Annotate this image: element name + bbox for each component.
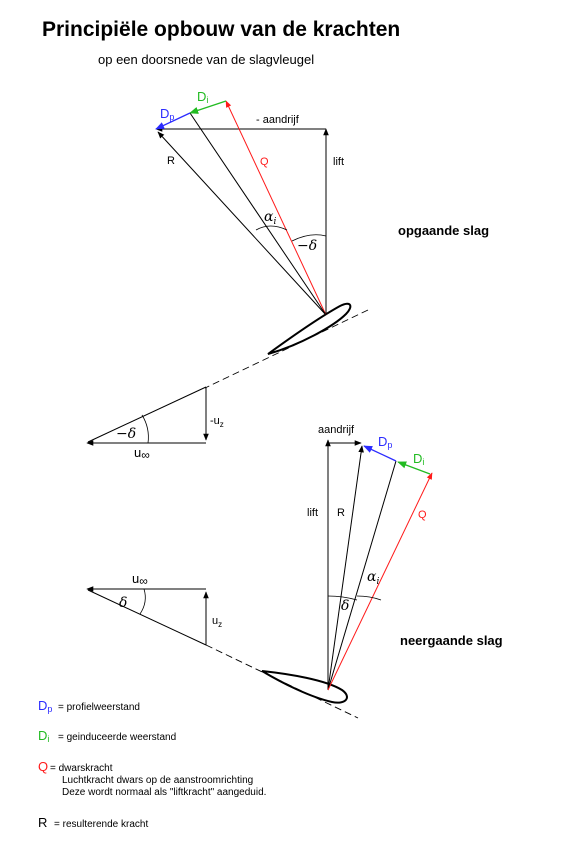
lower-uz-label: uz <box>212 615 222 629</box>
page-subtitle: op een doorsnede van de slagvleugel <box>98 52 315 67</box>
upper-airfoil <box>267 302 352 355</box>
legend-di-text: = geinduceerde weerstand <box>58 732 176 743</box>
upper-dp-label: Dp <box>160 106 174 122</box>
lower-dp-arrow <box>363 445 397 462</box>
legend-dp-symbol: Dp <box>38 698 52 714</box>
lower-delta-label: δ <box>341 598 349 614</box>
lower-force-diagram: aandrijf lift R Q Dp Di αi δ neergaande … <box>205 424 503 719</box>
legend-r-text: = resulterende kracht <box>54 819 148 830</box>
upper-vel-delta-arc <box>141 414 149 444</box>
lower-vel-delta-arc <box>139 588 146 615</box>
upper-r-arrow <box>157 131 327 316</box>
upper-force-diagram: - aandrijf lift R Q Dp Di αi −δ opgaande… <box>155 89 489 389</box>
lower-delta-arc <box>327 595 358 601</box>
upper-chord-line <box>204 309 369 389</box>
lower-di-arrow <box>397 461 431 475</box>
lower-r-label: R <box>337 507 345 519</box>
legend-dp-text: = profielweerstand <box>58 702 140 713</box>
upper-aandrijf-label: - aandrijf <box>256 114 300 126</box>
lower-uinf-label: u∞ <box>132 571 148 588</box>
lower-chord-line <box>205 644 359 719</box>
lower-alpha-arc <box>356 595 382 601</box>
upper-q-label: Q <box>260 156 269 168</box>
legend: Dp = profielweerstand Di = geinduceerde … <box>38 698 266 830</box>
legend-q-symbol: Q <box>38 759 48 774</box>
upper-di-line <box>189 112 327 316</box>
upper-section-label: opgaande slag <box>398 223 489 238</box>
legend-q-text: = dwarskracht <box>50 763 113 774</box>
upper-alpha-label: αi <box>264 209 276 227</box>
lower-di-label: Di <box>413 451 424 467</box>
upper-uinf-label: u∞ <box>134 445 150 462</box>
upper-di-label: Di <box>197 89 208 105</box>
lower-vel-delta-label: δ <box>119 595 127 611</box>
legend-q-line3: Deze wordt normaal als "liftkracht" aang… <box>62 787 266 798</box>
lower-airfoil <box>261 670 348 704</box>
upper-lift-label: lift <box>333 156 344 168</box>
lower-q-label: Q <box>418 509 427 521</box>
legend-q-line2: Luchtkracht dwars op de aanstroomrichtin… <box>62 775 253 786</box>
lower-r-arrow <box>327 445 364 691</box>
lower-lift-label: lift <box>307 507 318 519</box>
lower-di-line <box>327 460 397 691</box>
upper-minus-delta-label: −δ <box>297 238 317 254</box>
lower-alpha-label: αi <box>367 569 379 587</box>
upper-q-arrow <box>225 100 327 316</box>
legend-di-symbol: Di <box>38 728 49 744</box>
upper-delta-arc <box>291 234 327 242</box>
upper-velocity-triangle: -uz −δ u∞ <box>86 386 224 462</box>
lower-resultant-line <box>87 589 207 646</box>
upper-vel-minus-delta-label: −δ <box>116 426 136 442</box>
upper-alpha-arc <box>255 225 288 231</box>
upper-di-arrow <box>189 100 227 114</box>
upper-r-label: R <box>167 155 175 167</box>
page-title: Principiële opbouw van de krachten <box>42 18 401 41</box>
lower-q-arrow <box>327 472 433 691</box>
lower-aandrijf-label: aandrijf <box>318 424 355 436</box>
lower-dp-label: Dp <box>378 434 392 450</box>
legend-r-symbol: R <box>38 815 47 830</box>
upper-dp-arrow <box>155 112 191 130</box>
lower-section-label: neergaande slag <box>400 633 503 648</box>
upper-minus-uz-label: -uz <box>210 415 224 429</box>
upper-resultant-line <box>87 386 207 443</box>
lower-velocity-triangle: u∞ δ uz <box>86 571 222 646</box>
